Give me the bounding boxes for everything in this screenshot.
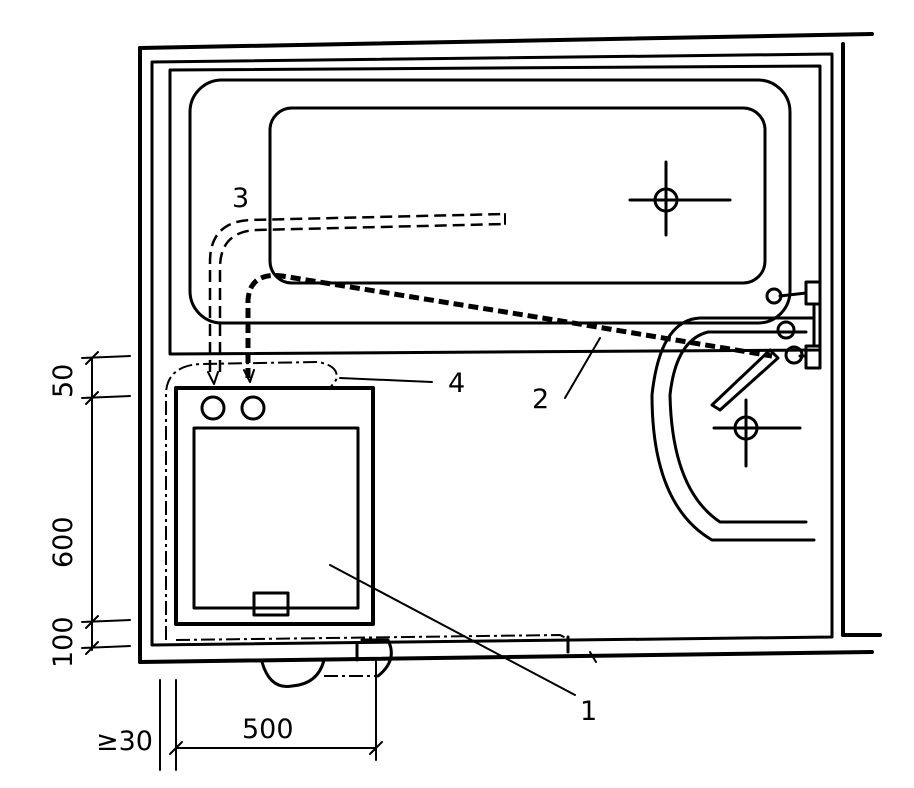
callout-1: 1 <box>580 696 597 727</box>
dimension-50: 50 <box>48 364 79 398</box>
basin-drain-icon <box>712 398 802 468</box>
callout-4: 4 <box>448 368 465 399</box>
dimension-100: 100 <box>48 616 79 668</box>
control-knob-icon <box>240 395 266 421</box>
dimension-600: 600 <box>48 516 79 568</box>
room-walls <box>138 32 882 664</box>
dimension-500: 500 <box>242 714 294 745</box>
control-knob-icon <box>200 395 226 421</box>
leader-lines <box>329 337 601 696</box>
faucet-icon <box>710 280 822 412</box>
dimension-min-30: ≥30 <box>96 726 153 757</box>
drain-filter-icon <box>252 591 290 617</box>
washbasin <box>650 280 822 542</box>
callout-2: 2 <box>532 384 549 415</box>
washing-machine <box>174 386 375 626</box>
callout-3: 3 <box>232 183 249 214</box>
horizontal-dimension <box>159 659 383 771</box>
bathtub <box>168 64 822 356</box>
supply-and-drain-lines <box>165 212 773 641</box>
bathtub-drain-icon <box>628 160 732 237</box>
floor-drain <box>260 638 393 688</box>
vertical-dimension <box>81 351 131 655</box>
